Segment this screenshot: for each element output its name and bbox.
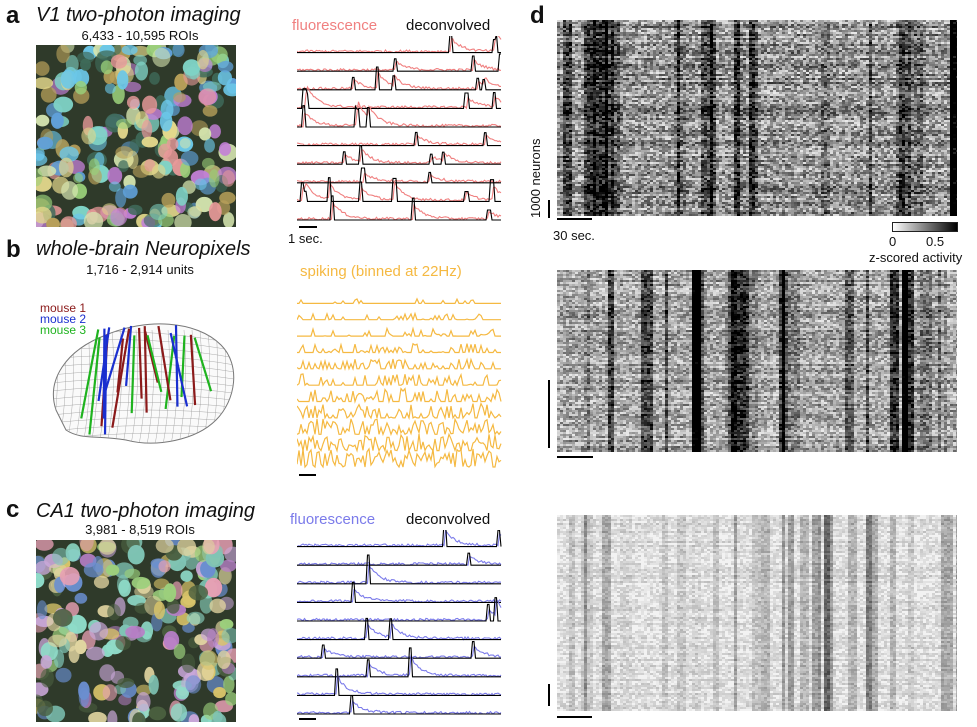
probe-track [169,332,189,407]
trace-row [297,53,501,73]
time-scale-bar-d3 [557,716,592,718]
time-scale-bar-b [299,474,316,476]
colorbar-tick-0: 0 [889,234,896,250]
probe-track [124,325,133,387]
spike-row [297,432,502,453]
probe-track [146,335,163,393]
panel-d-letter: d [530,4,545,28]
probe-track [164,335,176,410]
time-scale-bar-a [299,226,317,228]
spike-row [297,311,501,322]
neuropixels-activity-raster [557,270,957,452]
panel-c-title: CA1 two-photon imaging [36,500,255,522]
mouse-2-label: mouse 2 [40,313,86,325]
probe-track [111,328,131,428]
spiking-legend: spiking (binned at 22Hz) [300,264,462,280]
spike-row [297,447,502,469]
neuron-scale-label: 1000 neurons [528,138,544,218]
panel-c-letter: c [6,498,19,522]
fluorescence-legend-a: fluorescence [292,18,377,34]
neuron-scale-bar-3 [548,684,550,706]
time-scale-bar-d1 [557,218,592,220]
spike-row [297,342,501,355]
trace-row [297,668,502,697]
colorbar-label: z-scored activity [869,250,962,266]
trace-row [297,36,502,54]
neuropixels-spiking-traces [297,290,502,470]
trace-row [297,145,502,166]
panel-a-subtitle: 6,433 - 10,595 ROIs [40,28,240,43]
deconvolved-legend-c: deconvolved [406,512,490,528]
probe-track [157,325,172,401]
colorbar-tick-05: 0.5 [926,234,944,250]
brain-probe-diagram [36,290,246,455]
spike-row [297,357,501,372]
neuron-scale-bar-2 [548,380,550,448]
mouse-3-label: mouse 3 [40,324,86,336]
trace-row [297,167,502,184]
panel-b-subtitle: 1,716 - 2,914 units [40,262,240,277]
ca1-activity-raster [557,515,957,711]
fluorescence-legend-c: fluorescence [290,512,375,528]
time-scale-bar-c [299,718,316,720]
mouse-1-label: mouse 1 [40,302,86,314]
spike-row [297,372,502,387]
ca1-activity-traces [297,530,502,716]
v1-activity-raster [557,20,957,216]
spike-row [297,297,501,305]
time-scale-label-a: 1 sec. [288,231,323,247]
spike-row [297,326,501,338]
v1-microscopy-image [36,45,236,227]
trace-row [297,554,502,585]
spike-row [297,387,502,404]
trace-row [297,530,502,548]
trace-row [297,85,502,110]
probe-track [102,328,106,419]
spike-row [297,401,502,421]
deconvolved-legend-a: deconvolved [406,18,490,34]
trace-row [297,552,502,567]
trace-row [297,597,502,622]
trace-row [297,101,502,128]
trace-row [297,617,502,641]
colorbar [892,222,958,232]
panel-a-letter: a [6,4,19,28]
time-scale-bar-d2 [557,456,593,458]
trace-row [297,66,501,91]
trace-row [297,695,502,715]
probe-track [116,338,125,393]
probe-track [193,337,213,392]
panel-c-subtitle: 3,981 - 8,519 ROIs [40,522,240,537]
trace-row [297,131,502,147]
probe-track [137,327,143,399]
probe-track [80,329,100,419]
time-scale-label-d: 30 sec. [553,228,595,244]
ca1-microscopy-image [36,540,236,722]
probe-track [88,337,101,435]
trace-row [297,641,502,659]
trace-row [297,647,502,678]
colorbar-gradient [892,222,958,232]
probe-track [174,325,179,407]
panel-a-title: V1 two-photon imaging [36,4,241,26]
spike-row [297,417,502,437]
probe-track [189,334,197,406]
trace-row [297,177,502,202]
probe-track [143,326,148,413]
probe-track [103,334,108,435]
trace-row [297,195,502,221]
trace-row [297,581,502,604]
panel-b-title: whole-brain Neuropixels [36,238,251,260]
panel-b-letter: b [6,238,21,262]
probe-track [103,327,126,394]
probe-track [130,335,136,414]
v1-activity-traces [297,36,502,222]
probe-track [144,331,159,383]
neuron-scale-bar-1 [548,200,550,218]
